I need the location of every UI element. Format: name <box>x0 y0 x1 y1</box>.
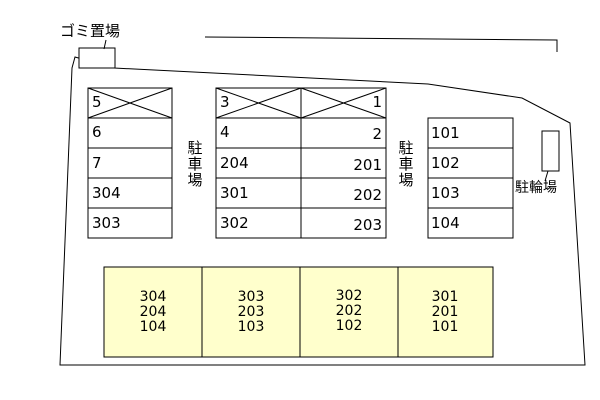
parking-label-b: 駐 車 場 <box>398 140 414 188</box>
building-units: 303 203 103 <box>202 290 300 335</box>
unit-number: 203 <box>237 304 265 320</box>
space-number: 304 <box>92 184 121 202</box>
parking-block-left <box>87 87 173 239</box>
space-number: 301 <box>220 184 249 202</box>
parking-label-char: 場 <box>187 171 203 189</box>
space-number: 303 <box>92 214 121 232</box>
unit-number: 101 <box>431 319 459 335</box>
space-number: 1 <box>372 93 382 111</box>
space-number: 103 <box>431 184 460 202</box>
space-number: 302 <box>220 214 249 232</box>
space-number: 4 <box>220 123 230 141</box>
unit-number: 201 <box>431 304 459 320</box>
unit-number: 302 <box>335 288 363 304</box>
unit-number: 304 <box>139 289 167 305</box>
space-number: 201 <box>353 156 382 174</box>
parking-label-char: 駐 <box>398 139 414 157</box>
unit-number: 204 <box>139 304 167 320</box>
space-number: 101 <box>431 124 460 142</box>
space-number: 3 <box>220 93 230 111</box>
bicycle-parking-label: 駐輪場 <box>515 180 557 196</box>
unit-number: 301 <box>431 289 459 305</box>
space-number: 6 <box>92 123 102 141</box>
bicycle-leader <box>544 170 549 182</box>
bicycle-parking <box>541 130 560 172</box>
building <box>103 266 494 358</box>
space-number: 102 <box>431 154 460 172</box>
space-number: 104 <box>431 214 460 232</box>
garbage-leader <box>103 39 107 50</box>
space-number: 202 <box>353 186 382 204</box>
space-number: 5 <box>92 93 102 111</box>
parking-label-char: 車 <box>187 155 203 173</box>
space-number: 203 <box>353 216 382 234</box>
building-units: 304 204 104 <box>104 290 202 335</box>
parking-label-char: 車 <box>398 155 414 173</box>
unit-number: 102 <box>335 318 363 334</box>
parking-label-a: 駐 車 場 <box>187 140 203 188</box>
unit-number: 303 <box>237 289 265 305</box>
space-number: 204 <box>220 154 249 172</box>
unit-number: 202 <box>335 303 363 319</box>
parking-label-char: 駐 <box>187 139 203 157</box>
space-number: 2 <box>372 125 382 143</box>
building-units: 302 202 102 <box>300 289 398 334</box>
garbage-station-label: ゴミ置場 <box>60 22 121 40</box>
space-number: 7 <box>92 154 102 172</box>
boundary-line <box>204 36 558 52</box>
parking-block-middle <box>215 87 387 239</box>
parking-label-char: 場 <box>398 171 414 189</box>
garbage-station <box>78 47 116 69</box>
unit-number: 104 <box>139 319 167 335</box>
building-units: 301 201 101 <box>396 290 494 335</box>
parking-block-right <box>427 117 514 239</box>
unit-number: 103 <box>237 319 265 335</box>
